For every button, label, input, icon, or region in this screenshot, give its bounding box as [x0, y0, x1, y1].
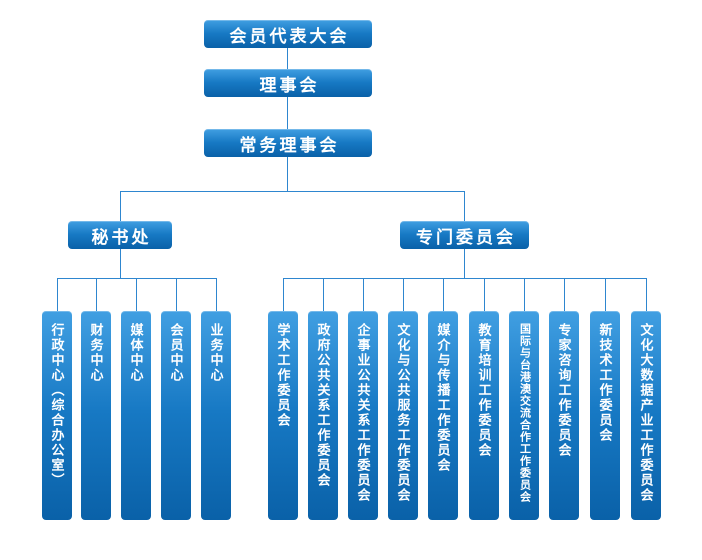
connector-line — [120, 249, 121, 278]
connector-line — [57, 278, 58, 311]
node-label: 媒介与传播工作委员会 — [435, 323, 451, 473]
connector-line — [464, 191, 465, 221]
connector-line — [96, 278, 97, 311]
node-secretariat: 秘书处 — [68, 221, 172, 249]
committee-node: 教育培训工作委员会 — [469, 311, 499, 520]
dept-node: 行政中心（综合办公室） — [42, 311, 72, 520]
node-label: 新技术工作委员会 — [597, 323, 613, 443]
connector-line — [283, 278, 647, 279]
committee-node: 新技术工作委员会 — [590, 311, 620, 520]
node-standing-council: 常务理事会 — [204, 129, 372, 157]
node-label: 国际与台港澳交流合作工作委员会 — [518, 323, 531, 503]
node-label: 文化大数据产业工作委员会 — [638, 323, 654, 503]
dept-node: 财务中心 — [81, 311, 111, 520]
node-label: 财务中心 — [88, 323, 104, 383]
connector-line — [403, 278, 404, 311]
connector-line — [646, 278, 647, 311]
node-label: 政府公共关系工作委员会 — [315, 323, 331, 488]
committee-node: 媒介与传播工作委员会 — [428, 311, 458, 520]
connector-line — [524, 278, 525, 311]
node-label: 行政中心（综合办公室） — [49, 323, 65, 488]
committee-node: 学术工作委员会 — [268, 311, 298, 520]
node-label: 学术工作委员会 — [275, 323, 291, 428]
connector-line — [283, 278, 284, 311]
connector-line — [287, 97, 288, 129]
connector-line — [564, 278, 565, 311]
connector-line — [443, 278, 444, 311]
committee-node: 国际与台港澳交流合作工作委员会 — [509, 311, 539, 520]
committee-node: 文化与公共服务工作委员会 — [388, 311, 418, 520]
node-label: 教育培训工作委员会 — [476, 323, 492, 458]
committee-node: 专家咨询工作委员会 — [549, 311, 579, 520]
node-label: 会员中心 — [168, 323, 184, 383]
connector-line — [57, 278, 217, 279]
connector-line — [363, 278, 364, 311]
node-label: 企事业公共关系工作委员会 — [355, 323, 371, 503]
committee-node: 企事业公共关系工作委员会 — [348, 311, 378, 520]
node-label: 媒体中心 — [128, 323, 144, 383]
committee-node: 政府公共关系工作委员会 — [308, 311, 338, 520]
dept-node: 媒体中心 — [121, 311, 151, 520]
dept-node: 会员中心 — [161, 311, 191, 520]
connector-line — [176, 278, 177, 311]
connector-line — [605, 278, 606, 311]
connector-line — [216, 278, 217, 311]
connector-line — [484, 278, 485, 311]
connector-line — [464, 249, 465, 278]
node-special-committees: 专门委员会 — [400, 221, 529, 249]
connector-line — [120, 191, 121, 221]
node-label: 专家咨询工作委员会 — [556, 323, 572, 458]
node-members-assembly: 会员代表大会 — [204, 20, 372, 48]
node-label: 业务中心 — [208, 323, 224, 383]
connector-line — [287, 48, 288, 69]
connector-line — [323, 278, 324, 311]
node-council: 理事会 — [204, 69, 372, 97]
connector-line — [136, 278, 137, 311]
node-label: 文化与公共服务工作委员会 — [395, 323, 411, 503]
dept-node: 业务中心 — [201, 311, 231, 520]
committee-node: 文化大数据产业工作委员会 — [631, 311, 661, 520]
connector-line — [287, 157, 288, 191]
connector-line — [120, 191, 465, 192]
